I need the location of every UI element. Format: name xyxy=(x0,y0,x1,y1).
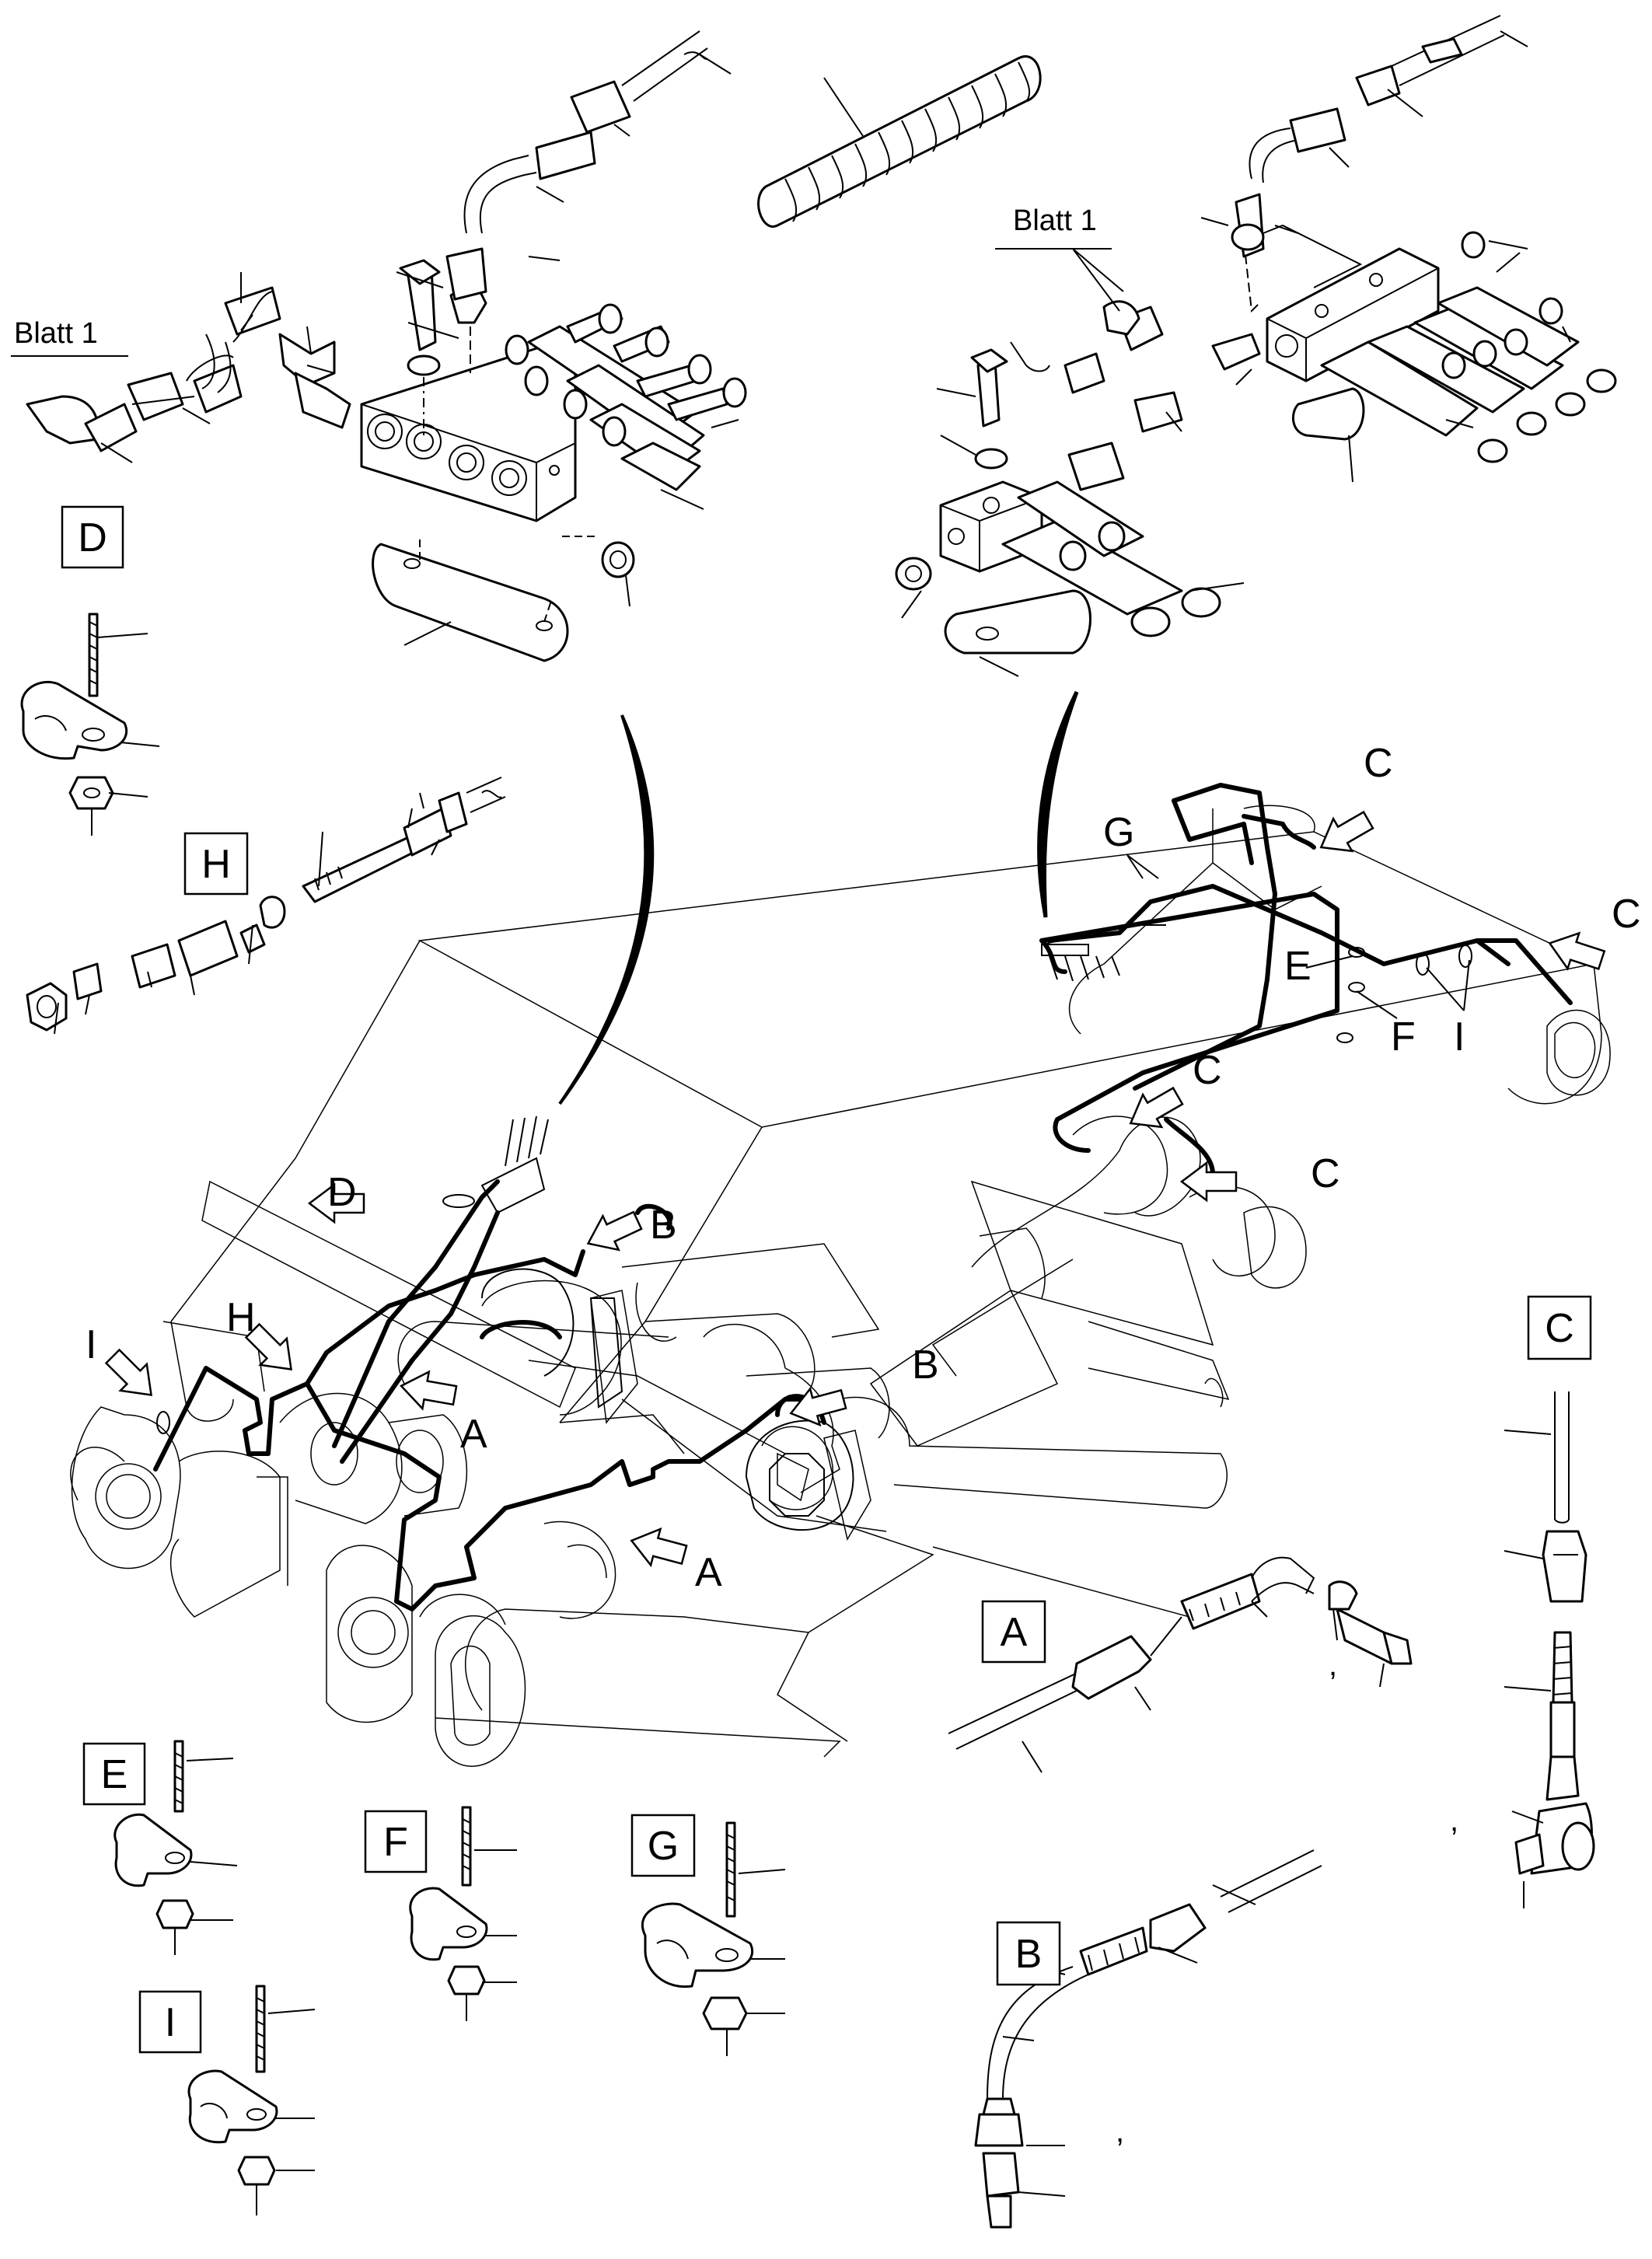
svg-text:D: D xyxy=(78,515,107,560)
top-left-distributor xyxy=(26,30,747,662)
detail-box-a: A xyxy=(981,1600,1046,1664)
svg-text:F: F xyxy=(383,1820,408,1865)
detail-box-f: F xyxy=(364,1810,428,1873)
callout-leaders xyxy=(1126,854,1470,1019)
callout-a-lower: A xyxy=(695,1550,722,1595)
leader-curve-right xyxy=(1036,690,1079,918)
leader-curve-left xyxy=(558,714,655,1105)
detail-box-d: D xyxy=(61,505,124,569)
svg-text:B: B xyxy=(1015,1932,1043,1977)
detail-box-h: H xyxy=(183,832,249,896)
spiral-hose xyxy=(757,55,1042,228)
right-pin-nut xyxy=(481,1268,854,1531)
sheet-ref-left: Blatt 1 xyxy=(14,317,98,350)
callout-c-lower: C xyxy=(1311,1151,1340,1196)
callout-i-right: I xyxy=(1454,1014,1465,1060)
clamp-detail-d xyxy=(20,613,160,836)
detail-box-c: C xyxy=(1527,1295,1592,1360)
callout-b-upper: B xyxy=(650,1203,677,1248)
callout-d: D xyxy=(327,1170,357,1215)
svg-text:H: H xyxy=(201,842,231,887)
callout-f: F xyxy=(1391,1014,1416,1060)
detail-box-g: G xyxy=(630,1814,696,1877)
callout-b-lower: B xyxy=(912,1342,939,1388)
fitting-detail-c xyxy=(1504,1391,1595,1908)
clamp-detail-g xyxy=(641,1821,786,2056)
detail-box-i: I xyxy=(138,1990,202,2054)
svg-text:G: G xyxy=(648,1824,679,1869)
comma-c: , xyxy=(1450,1803,1458,1838)
svg-text:C: C xyxy=(1545,1306,1574,1351)
callout-h: H xyxy=(226,1295,256,1340)
top-right-distributor-small xyxy=(895,348,1221,655)
grease-lines xyxy=(153,783,1573,1611)
callout-arrows xyxy=(98,802,1608,1574)
svg-text:A: A xyxy=(1001,1610,1028,1655)
callout-g: G xyxy=(1103,810,1134,855)
fitting-detail-a xyxy=(948,1556,1413,1773)
mini-block-left xyxy=(480,1116,549,1214)
leaders-top-right xyxy=(901,30,1571,677)
leaders-top-left xyxy=(100,54,739,646)
comma-a: , xyxy=(1329,1648,1337,1682)
callout-c-top: C xyxy=(1364,741,1393,786)
svg-text:I: I xyxy=(165,2000,176,2045)
sheet-ref-right: Blatt 1 xyxy=(1013,204,1097,237)
detail-box-b: B xyxy=(996,1921,1061,1986)
boom-outline xyxy=(70,805,1611,1758)
callout-i-left: I xyxy=(86,1322,96,1367)
fitting-detail-h xyxy=(26,777,506,1035)
callout-c-right: C xyxy=(1612,892,1641,937)
track-links xyxy=(71,1321,616,1767)
callout-e: E xyxy=(1284,944,1311,989)
fitting-detail-b xyxy=(974,1849,1322,2229)
clamp-detail-e xyxy=(114,1740,238,1955)
svg-text:E: E xyxy=(101,1752,128,1797)
clamp-detail-f xyxy=(409,1806,517,2021)
clamp-detail-i xyxy=(187,1985,316,2215)
detail-box-e: E xyxy=(82,1742,146,1806)
callout-a-upper: A xyxy=(460,1412,487,1457)
mini-block-right xyxy=(1041,924,1166,982)
callout-c-mid: C xyxy=(1193,1048,1222,1093)
comma-b: , xyxy=(1116,2114,1124,2149)
top-right-distributor xyxy=(1010,15,1617,491)
main-callout-labels: C C C C G E F I D B B I H A A xyxy=(86,741,1641,1595)
